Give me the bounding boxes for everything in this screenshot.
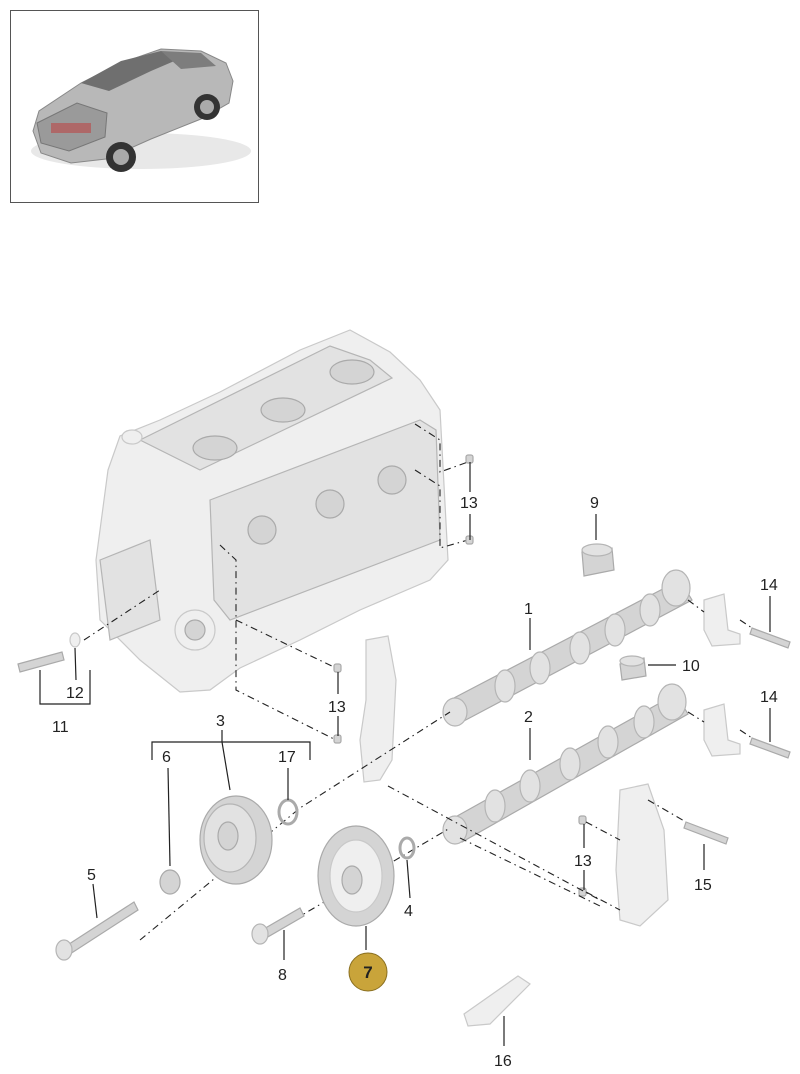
callout-labels: 1 2 3 4 5 6 8 9 10 11 12 13 13 13 14 14 … [52, 495, 778, 1070]
cylinder-head [95, 329, 449, 693]
bolt-5 [55, 901, 139, 961]
vehicle-thumbnail-frame [10, 10, 259, 203]
washer-4 [398, 836, 416, 860]
callout-14-lower: 14 [760, 689, 778, 706]
callout-17: 17 [278, 749, 296, 766]
callout-12: 12 [66, 685, 84, 702]
camshaft-intake-1 [442, 569, 693, 727]
callout-2: 2 [524, 709, 533, 726]
callout-13-upper: 13 [460, 495, 478, 512]
callout-14-upper: 14 [760, 577, 778, 594]
callout-13-lower: 13 [574, 853, 592, 870]
highlighted-callout-7[interactable]: 7 [348, 952, 388, 992]
callout-leaders [39, 462, 771, 1046]
tappet-9 [581, 543, 615, 577]
callout-5: 5 [87, 867, 96, 884]
callout-9: 9 [590, 495, 599, 512]
callout-11: 11 [52, 719, 69, 736]
camshaft-exhaust-2 [442, 683, 689, 845]
camshaft-adjuster-3 [199, 795, 273, 885]
tappet-10 [619, 655, 647, 681]
sprocket-7 [317, 825, 395, 927]
guide-rail [359, 635, 397, 783]
callout-7-text: 7 [363, 963, 372, 982]
plug-11 [17, 632, 81, 673]
bolt-8 [251, 907, 305, 945]
callout-8: 8 [278, 967, 287, 984]
callout-16: 16 [494, 1053, 512, 1070]
head-dashed-leaders [83, 423, 469, 741]
bearing-cap-14-upper [703, 593, 791, 649]
bearing-cap-14-lower [703, 703, 791, 759]
axis-dashed-leaders [139, 711, 601, 941]
callout-13-middle: 13 [328, 699, 346, 716]
callout-4: 4 [404, 903, 413, 920]
bolt-15 [683, 821, 729, 845]
callout-3: 3 [216, 713, 225, 730]
part-16 [463, 975, 531, 1027]
callout-1: 1 [524, 601, 533, 618]
callout-15: 15 [694, 877, 712, 894]
car-thumbnail-image [31, 48, 251, 172]
washer-6 [159, 869, 181, 895]
callout-6: 6 [162, 749, 171, 766]
chain-tensioner-housing [615, 783, 669, 927]
callout-10: 10 [682, 658, 700, 675]
